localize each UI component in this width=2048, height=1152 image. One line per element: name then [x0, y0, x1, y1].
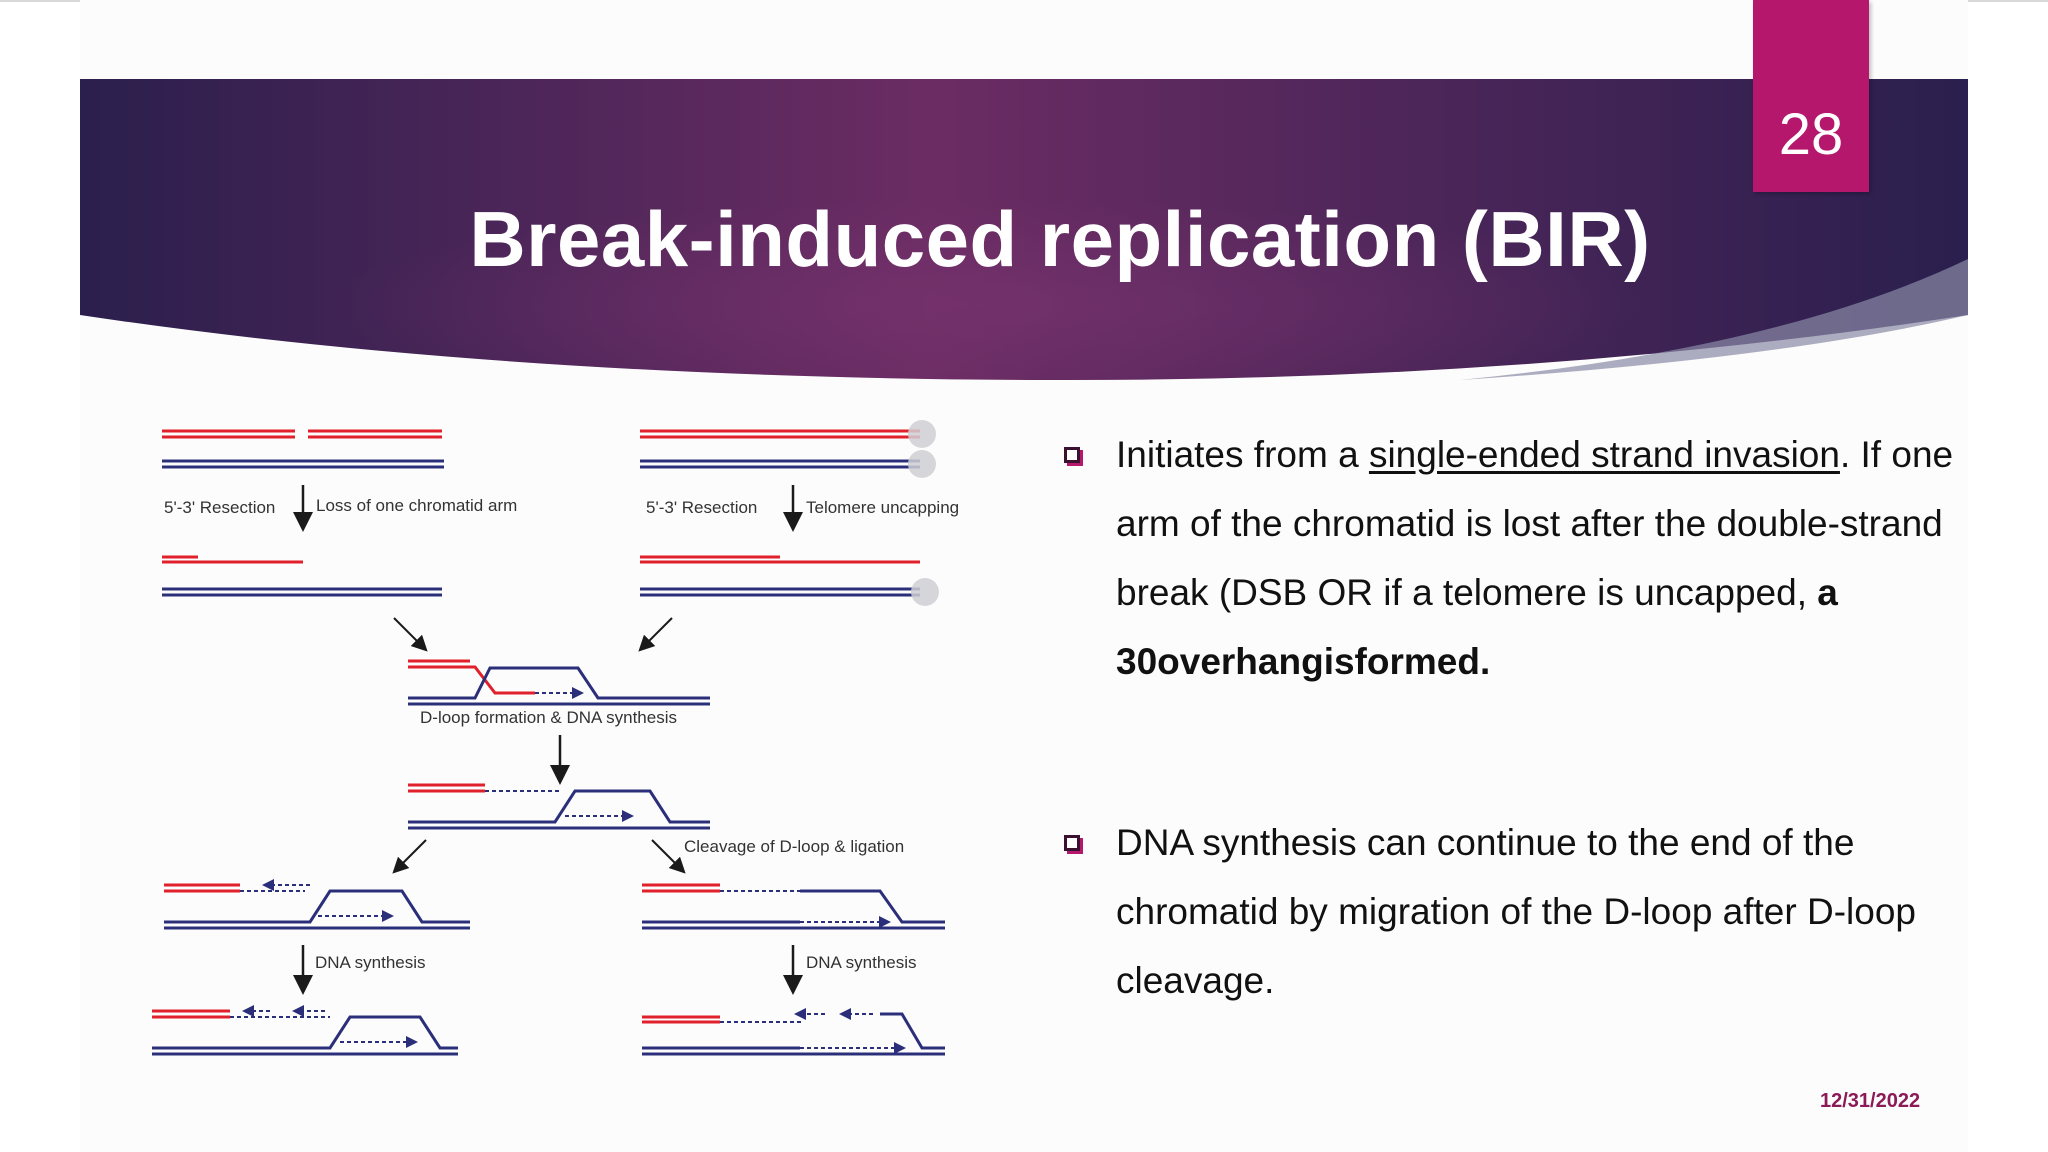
title-band — [80, 79, 1968, 382]
label-loss-arm: Loss of one chromatid arm — [316, 496, 517, 515]
bullet-text: DNA synthesis can continue to the end of… — [1116, 822, 1916, 1001]
left-branch-dloop — [164, 879, 470, 930]
right-telomere-duplex — [640, 420, 936, 478]
bold-term: a 30overhangisformed. — [1116, 572, 1838, 682]
right-branch-cleaved — [642, 883, 945, 930]
label-resection-left: 5'-3' Resection — [164, 498, 275, 517]
bullet-list: Initiates from a single-ended strand inv… — [1060, 420, 2000, 1015]
checkbox-bullet-icon — [1064, 835, 1080, 851]
label-synth-left: DNA synthesis — [315, 953, 426, 972]
bullet-item: DNA synthesis can continue to the end of… — [1060, 808, 2000, 1015]
slide-date: 12/31/2022 — [1820, 1090, 1921, 1112]
underlined-term: single-ended strand invasion — [1368, 434, 1840, 475]
label-resection-right: 5'-3' Resection — [646, 498, 757, 517]
slide-number: 28 — [1778, 102, 1844, 167]
label-synth-right: DNA synthesis — [806, 953, 917, 972]
left-branch-result — [152, 1005, 458, 1056]
bullet-text: Initiates from a single-ended strand inv… — [1116, 434, 1954, 682]
left-broken-duplex — [162, 429, 444, 469]
dloop-migration — [408, 783, 710, 830]
label-cleavage: Cleavage of D-loop & ligation — [684, 837, 904, 856]
bir-diagram: 5'-3' Resection Loss of one chromatid ar… — [152, 420, 959, 1056]
label-dloop: D-loop formation & DNA synthesis — [420, 708, 677, 727]
dloop-formation — [408, 659, 710, 706]
slide-number-badge: 28 — [1753, 0, 1869, 192]
right-branch-result — [642, 1008, 945, 1056]
label-telomere: Telomere uncapping — [806, 498, 959, 517]
checkbox-bullet-icon — [1064, 447, 1080, 463]
slide-title: Break-induced replication (BIR) — [469, 195, 1651, 283]
left-resected-duplex — [162, 555, 442, 597]
bullet-item: Initiates from a single-ended strand inv… — [1060, 420, 2000, 696]
right-resected-duplex — [640, 555, 939, 606]
